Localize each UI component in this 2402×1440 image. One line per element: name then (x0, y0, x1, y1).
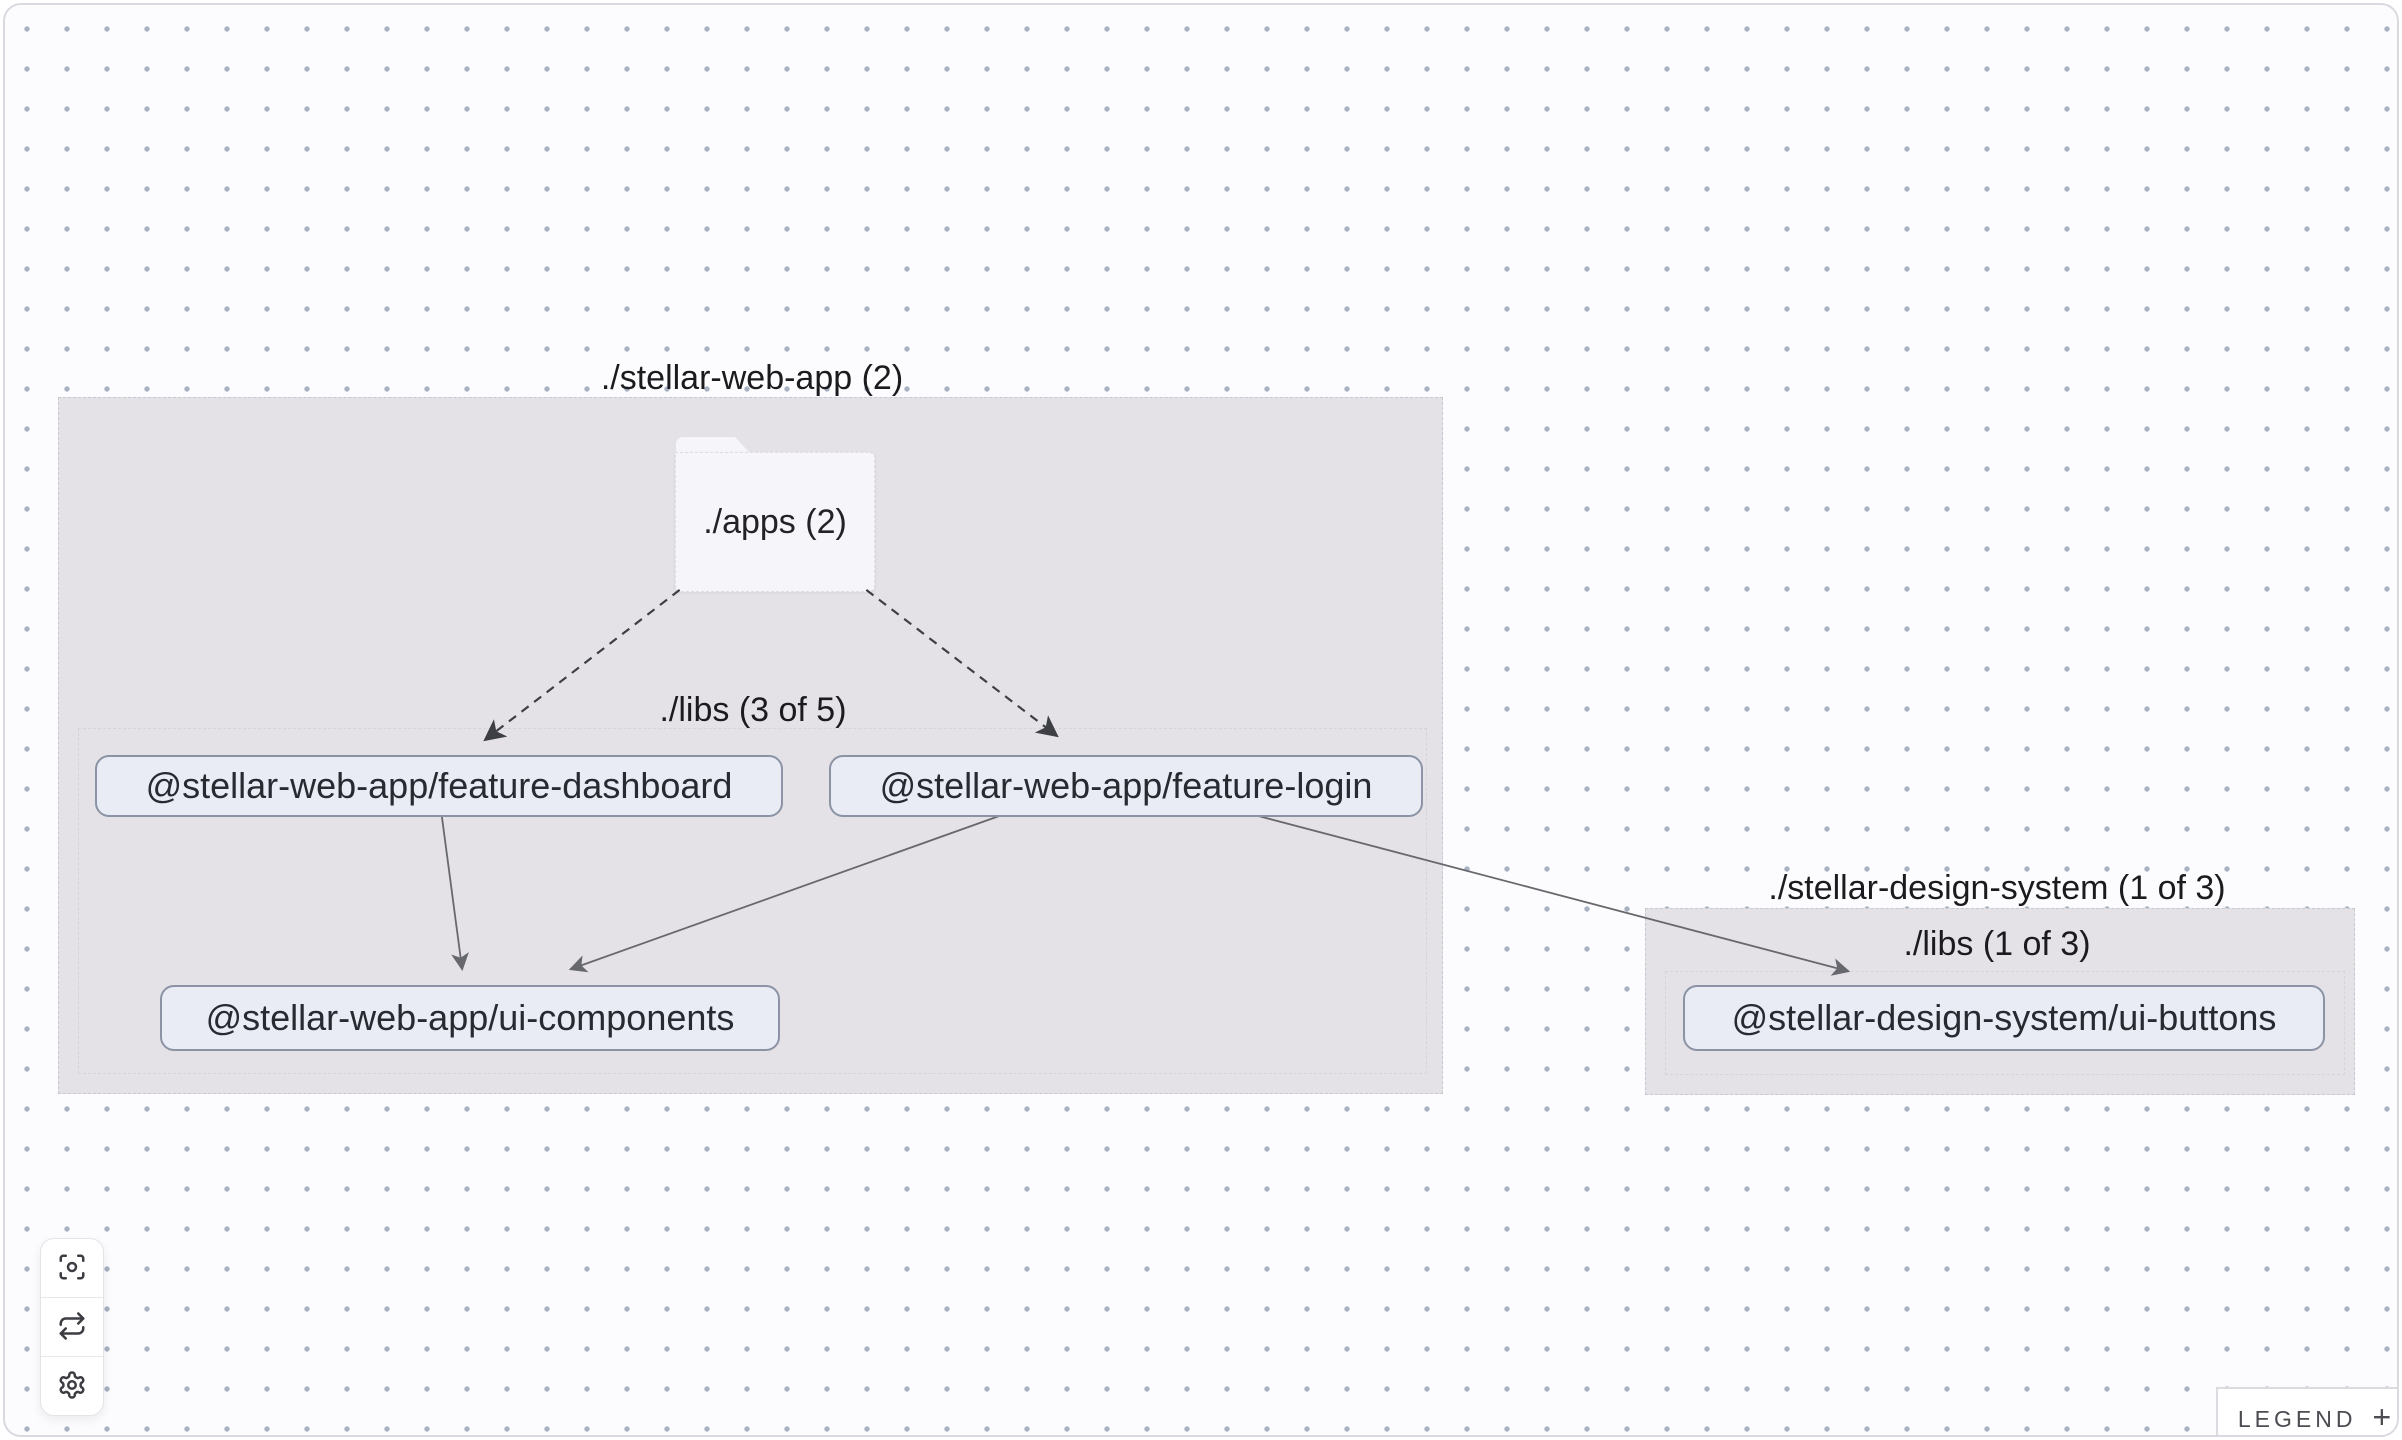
node-feature-dashboard[interactable]: @stellar-web-app/feature-dashboard (95, 755, 783, 817)
legend-label: LEGEND (2237, 1405, 2357, 1432)
gear-icon (57, 1370, 87, 1403)
edge-feature-dashboard-to-ui-components[interactable] (440, 812, 469, 972)
edge-feature-login-to-ui-buttons[interactable] (1244, 811, 1851, 976)
focus-icon (57, 1252, 87, 1285)
edge-layer (440, 589, 1851, 976)
node-ui-buttons[interactable]: @stellar-design-system/ui-buttons (1683, 985, 2325, 1051)
legend-toggle-button[interactable]: LEGEND + (2216, 1387, 2397, 1435)
node-ui-components[interactable]: @stellar-web-app/ui-components (160, 985, 780, 1051)
folder-node-apps-label: ./apps (2) (675, 452, 875, 592)
reset-layout-button[interactable] (41, 1297, 103, 1356)
graph-canvas[interactable]: ./stellar-web-app (2) ./libs (3 of 5) ./… (3, 3, 2399, 1437)
center-graph-button[interactable] (41, 1239, 103, 1297)
plus-icon: + (2372, 1399, 2392, 1435)
group-label-stellar-design-system: ./stellar-design-system (1 of 3) (1768, 869, 2226, 907)
group-stellar-design-system-libs (1665, 971, 2345, 1075)
graph-controls-toolbar (40, 1238, 104, 1416)
edge-apps-to-feature-login[interactable] (865, 589, 1059, 738)
node-feature-login[interactable]: @stellar-web-app/feature-login (829, 755, 1423, 817)
group-stellar-web-app-libs (78, 728, 1427, 1074)
group-label-stellar-web-app-libs: ./libs (3 of 5) (659, 691, 847, 729)
folder-tab (675, 436, 735, 454)
edge-apps-to-feature-dashboard[interactable] (483, 589, 681, 742)
repeat-icon (57, 1311, 87, 1344)
group-label-stellar-web-app: ./stellar-web-app (2) (600, 359, 904, 397)
group-label-stellar-design-system-libs: ./libs (1 of 3) (1903, 925, 2091, 963)
edge-feature-login-to-ui-components[interactable] (568, 811, 1010, 973)
settings-button[interactable] (41, 1356, 103, 1415)
